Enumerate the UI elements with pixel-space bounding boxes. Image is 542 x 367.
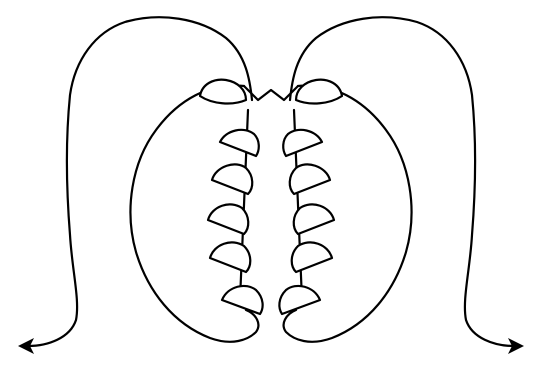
left-segment-2 bbox=[212, 164, 252, 194]
right-top-cap bbox=[296, 80, 342, 104]
right-segment-3 bbox=[294, 204, 334, 234]
right-segment-4 bbox=[292, 242, 332, 272]
right-outer-loop bbox=[290, 17, 524, 354]
right-segment-2 bbox=[290, 164, 330, 194]
left-outer-loop bbox=[18, 17, 252, 354]
right-segment-chain bbox=[279, 110, 334, 314]
right-segment-5 bbox=[279, 286, 320, 314]
left-top-cap bbox=[200, 80, 246, 104]
left-segment-1 bbox=[220, 130, 259, 156]
left-segment-chain bbox=[208, 110, 263, 314]
right-segment-1 bbox=[283, 130, 322, 156]
left-segment-5 bbox=[222, 286, 263, 314]
left-segment-3 bbox=[208, 204, 248, 234]
left-segment-4 bbox=[210, 242, 250, 272]
